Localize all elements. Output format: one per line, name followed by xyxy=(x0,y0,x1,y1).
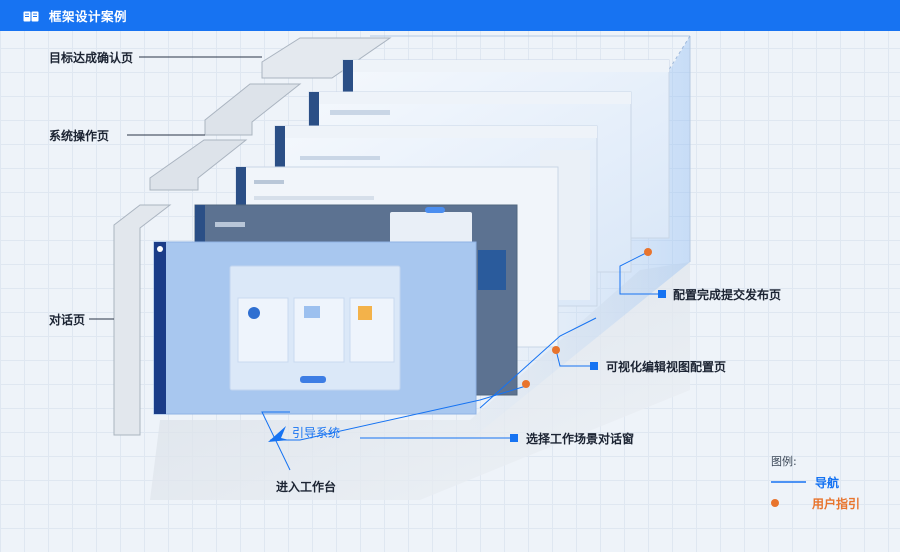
stair-outline-2 xyxy=(204,83,302,136)
label-goal-page: 目标达成确认页 xyxy=(49,51,134,65)
nav-connector-box xyxy=(479,317,597,409)
marker-visual xyxy=(590,362,598,370)
nav-connector-publish xyxy=(619,251,658,295)
user-guide-dot-3 xyxy=(522,380,530,388)
user-guide-dot-1 xyxy=(644,248,652,256)
user-guide-dot-2 xyxy=(552,346,560,354)
label-publish-page: 配置完成提交发布页 xyxy=(673,288,782,302)
nav-connector-visual xyxy=(555,349,590,367)
legend-nav-label: 导航 xyxy=(815,476,840,490)
page-title: 框架设计案例 xyxy=(49,9,128,24)
legend-title: 图例: xyxy=(771,455,797,468)
legend-user-label: 用户指引 xyxy=(812,497,861,511)
label-dialog-page: 对话页 xyxy=(49,313,86,327)
marker-scene xyxy=(510,434,518,442)
legend-user-dot xyxy=(771,499,779,507)
nav-connector-entry xyxy=(261,411,291,471)
marker-publish xyxy=(658,290,666,298)
screen-layer-front xyxy=(153,241,477,415)
label-visual-edit-page: 可视化编辑视图配置页 xyxy=(606,360,727,374)
stair-outline-4 xyxy=(113,204,172,436)
guide-arrow-icon xyxy=(268,426,289,442)
stair-outline-3 xyxy=(149,139,248,191)
label-system-page: 系统操作页 xyxy=(49,129,110,143)
book-icon xyxy=(23,9,39,23)
label-enter-workbench: 进入工作台 xyxy=(276,480,337,494)
label-guide-system: 引导系统 xyxy=(292,426,341,440)
back-wall-outline xyxy=(261,37,392,79)
label-scene-select: 选择工作场景对话窗 xyxy=(526,432,635,446)
header-bar: 框架设计案例 xyxy=(0,0,900,31)
